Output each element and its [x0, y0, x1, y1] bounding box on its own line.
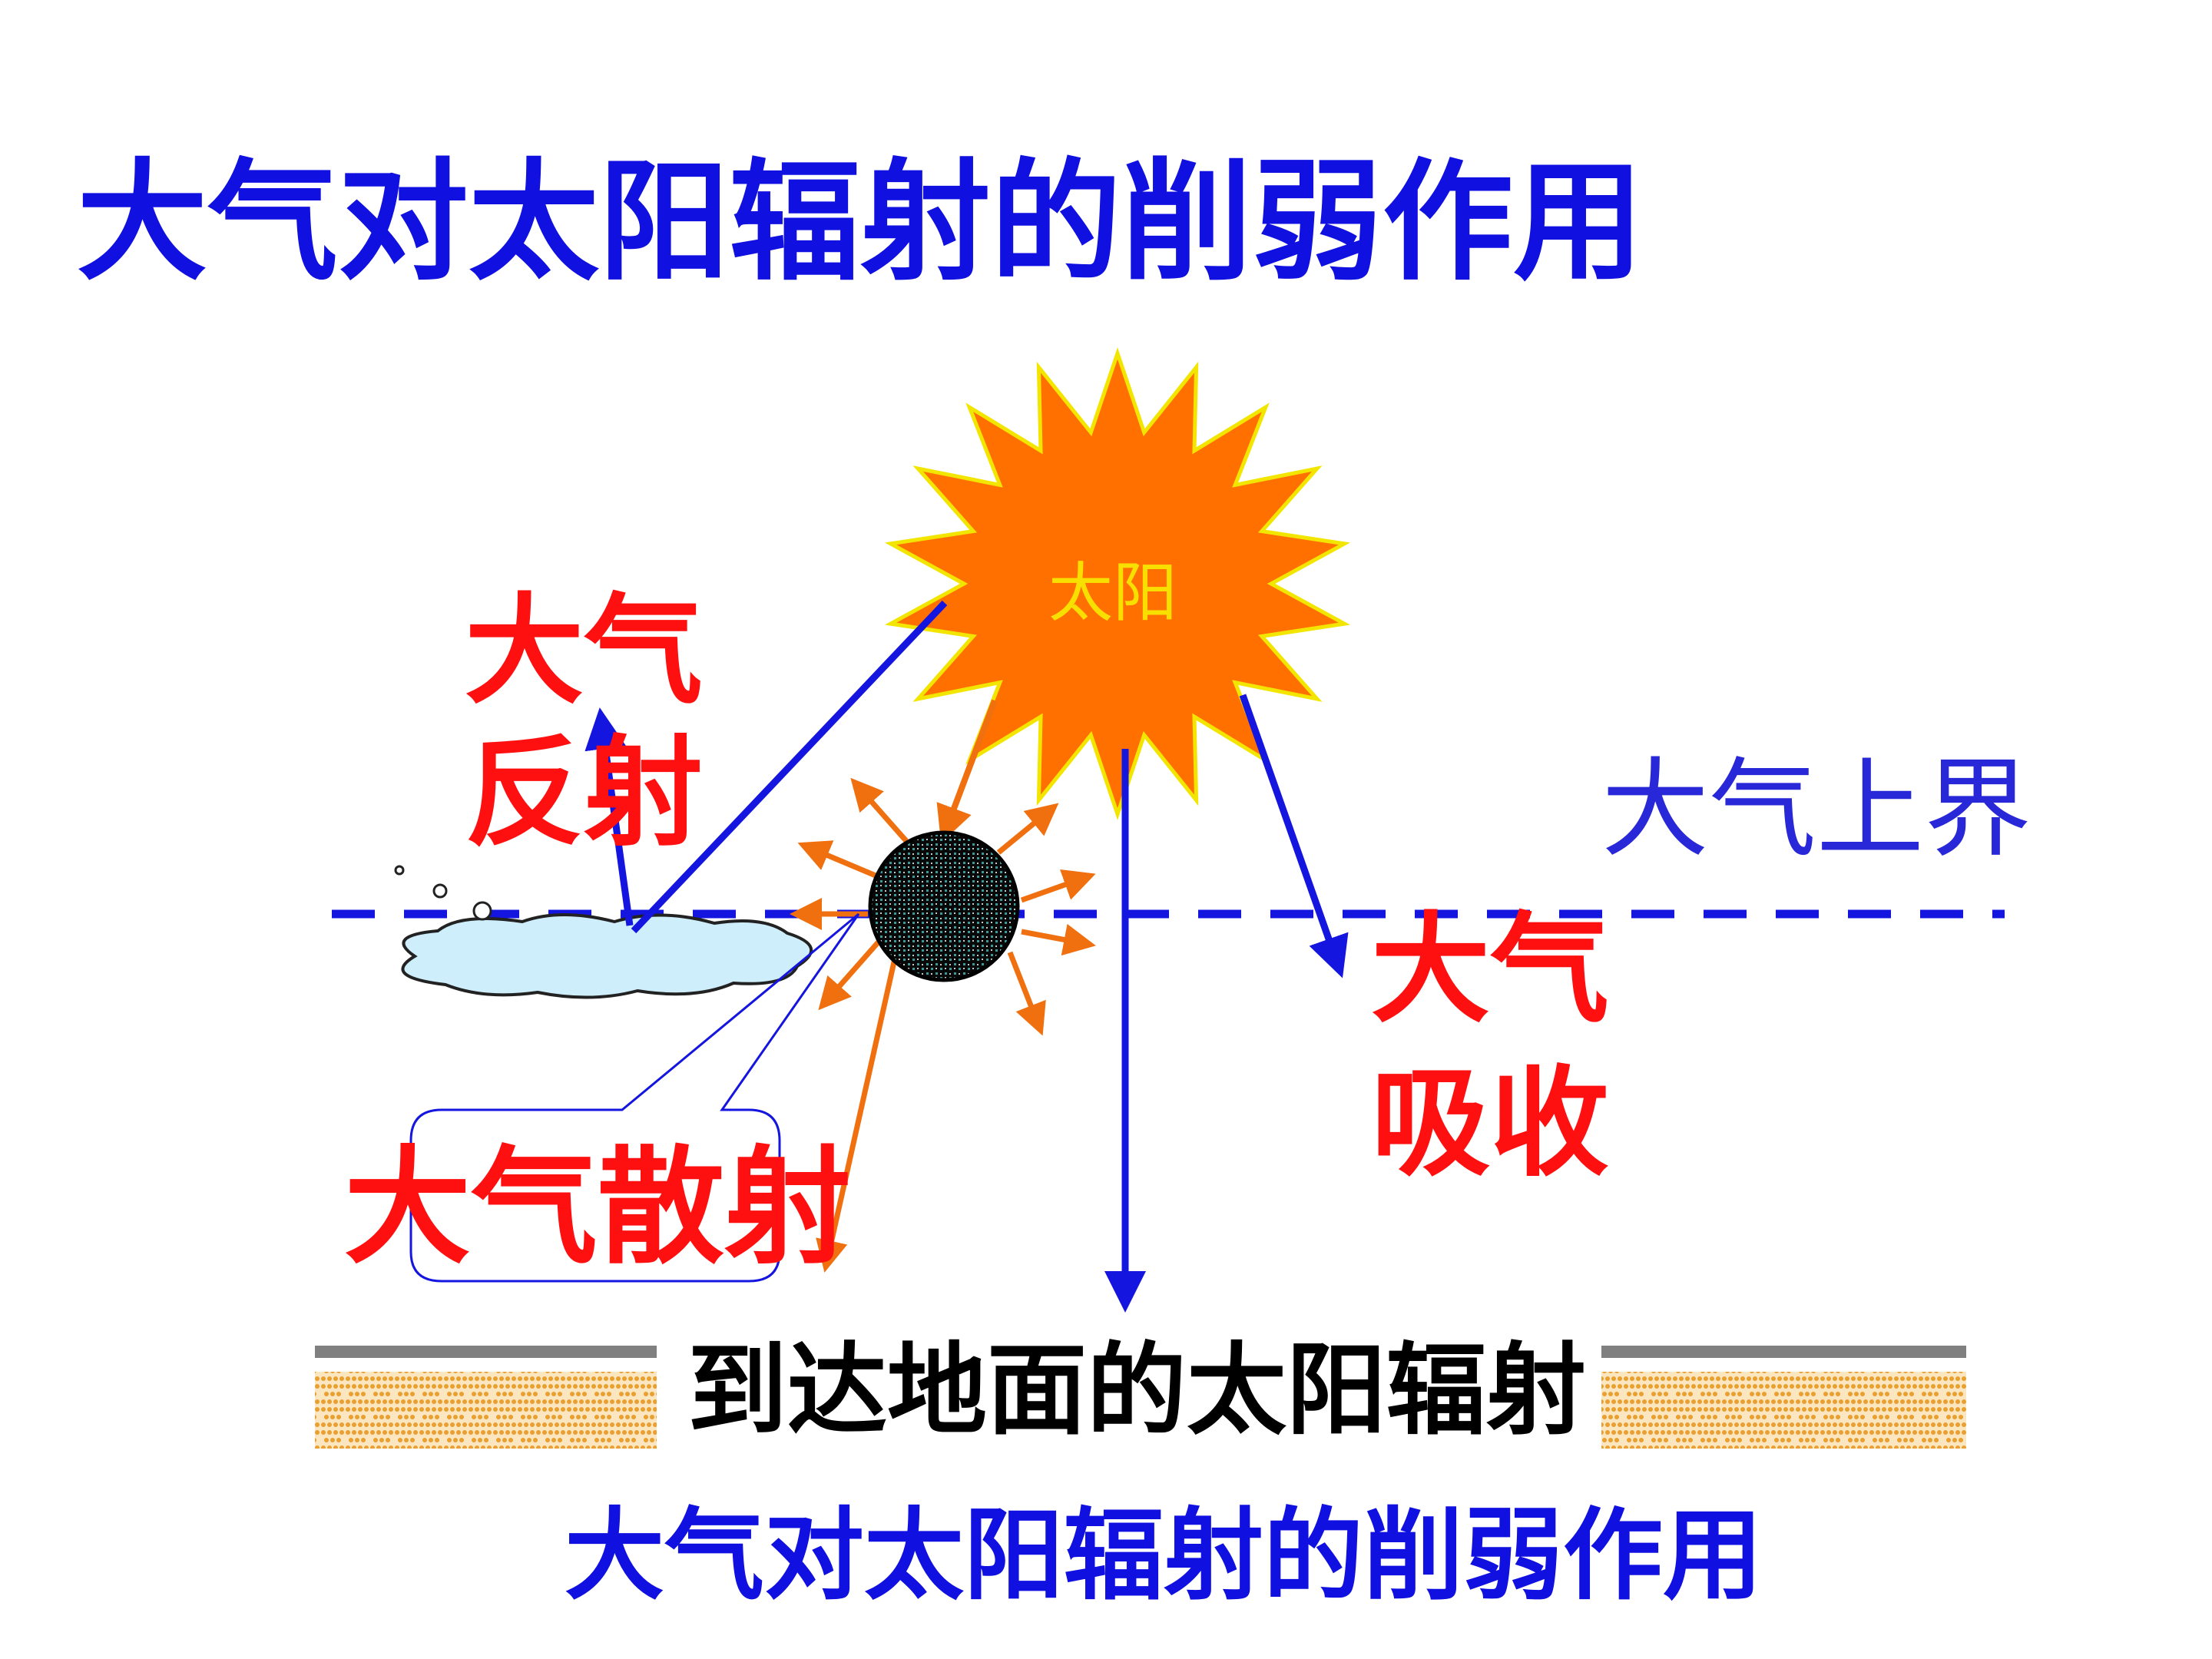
scattering-arrows [790, 777, 1096, 1273]
scatter-arrow [816, 958, 898, 1273]
scatter-arrow [1007, 951, 1046, 1036]
bottom-caption: 大气对太阳辐射的削弱作用 [565, 1497, 1763, 1614]
scatter-arrow [797, 840, 877, 879]
ground-right-sand [1601, 1372, 1966, 1449]
scatter-arrow [996, 803, 1059, 855]
scatter-arrow [850, 777, 909, 843]
ground-left-line [315, 1346, 657, 1358]
scattering-incoming-arrow [936, 699, 998, 843]
absorption-label-line1: 大气 [1371, 900, 1609, 1039]
reflection-label-line1: 大气 [465, 581, 703, 720]
reflection-incoming-ray [631, 600, 948, 934]
particle-icon [868, 830, 1020, 982]
absorption-arrow [1239, 694, 1349, 979]
atmosphere-boundary-label: 大气上界 [1601, 747, 2032, 873]
scattering-label: 大气散射 [344, 1134, 851, 1281]
page-title: 大气对太阳辐射的削弱作用 [77, 147, 1644, 299]
ground-left-sand [315, 1372, 657, 1449]
ground-icon [315, 1346, 1966, 1449]
cloud-icon [394, 865, 813, 999]
scatter-arrow [818, 939, 882, 1011]
ground-radiation-label: 到达地面的太阳辐射 [687, 1332, 1587, 1449]
sun-label: 太阳 [1048, 555, 1178, 631]
ground-right-line [1601, 1346, 1966, 1358]
scatter-arrow [1021, 923, 1096, 956]
reflection-label-line2: 反射 [465, 724, 703, 863]
reflection-outgoing-arrow [584, 707, 634, 926]
absorption-label-line2: 吸收 [1371, 1054, 1609, 1193]
scatter-arrow [1020, 869, 1096, 903]
scattering-callout [409, 912, 860, 1283]
sun-icon [884, 347, 1351, 820]
